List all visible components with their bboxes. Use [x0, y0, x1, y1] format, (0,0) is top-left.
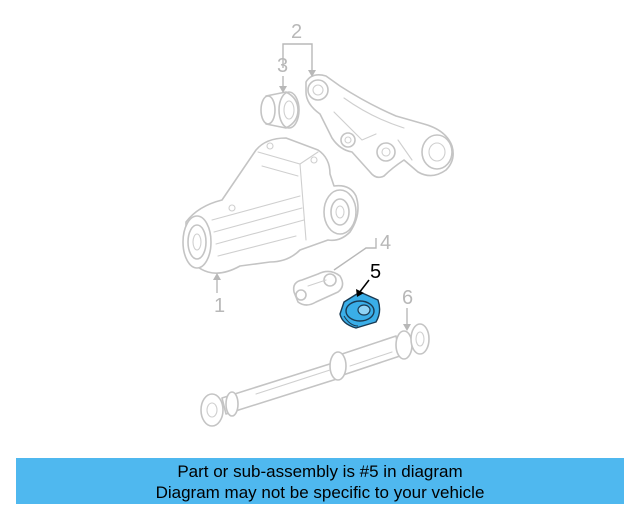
support-arm[interactable] — [292, 270, 344, 306]
banner-line-2: Diagram may not be specific to your vehi… — [155, 483, 485, 502]
differential[interactable] — [182, 137, 359, 274]
banner-line-1: Part or sub-assembly is #5 in diagram — [177, 462, 463, 481]
bracket-bushing[interactable] — [260, 91, 300, 129]
leader-lines — [213, 43, 411, 331]
bushing-highlighted[interactable] — [339, 291, 381, 329]
callout-2: 2 — [291, 21, 302, 43]
parts-diagram: 1 2 3 4 5 6 — [182, 21, 454, 427]
callout-4: 4 — [380, 232, 391, 254]
callout-5: 5 — [370, 261, 381, 283]
drive-shaft[interactable] — [200, 323, 430, 427]
info-banner: Part or sub-assembly is #5 in diagram Di… — [16, 458, 624, 504]
callout-6: 6 — [402, 287, 413, 309]
mount-bracket[interactable] — [305, 74, 454, 179]
callout-1: 1 — [214, 295, 225, 317]
